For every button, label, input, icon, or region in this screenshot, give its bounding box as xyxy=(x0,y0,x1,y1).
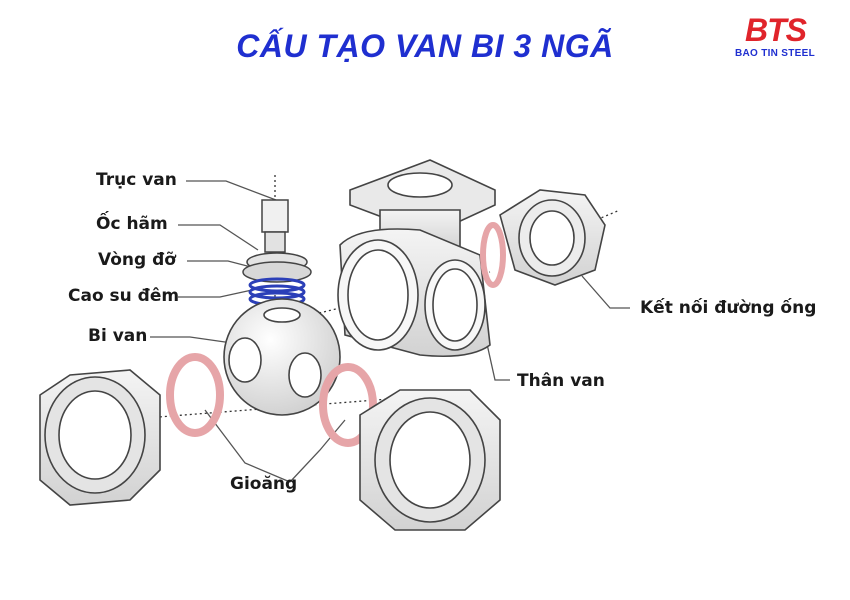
logo-text: BAO TIN STEEL xyxy=(735,48,816,59)
rubber-seal xyxy=(248,277,306,307)
union-nut-bottom xyxy=(359,389,501,531)
label-ket-noi: Kết nối đường ống xyxy=(640,298,817,318)
page-title: CẤU TẠO VAN BI 3 NGÃ xyxy=(236,28,614,64)
label-truc-van: Trục van xyxy=(96,170,177,190)
label-than-van: Thân van xyxy=(517,371,605,391)
label-oc-ham: Ốc hãm xyxy=(96,214,168,234)
gasket-left xyxy=(166,353,224,437)
valve-stem xyxy=(261,199,289,253)
leader-lines xyxy=(150,180,630,483)
valve-ball xyxy=(223,298,341,416)
bts-logo: BTS BAO TIN STEEL xyxy=(735,12,835,62)
pipe-connector-right xyxy=(499,189,606,286)
label-cao-su-dem: Cao su đêm xyxy=(68,286,180,306)
logo-mark: BTS xyxy=(745,12,807,48)
gasket-right xyxy=(319,363,377,447)
support-ring xyxy=(242,261,312,283)
union-nut-left xyxy=(39,369,161,506)
valve-body xyxy=(337,159,496,358)
label-vong-do: Vòng đỡ xyxy=(98,250,176,270)
label-bi-van: Bi van xyxy=(88,326,148,346)
gasket-right-top xyxy=(480,222,506,288)
label-gioang: Gioăng xyxy=(230,474,298,494)
